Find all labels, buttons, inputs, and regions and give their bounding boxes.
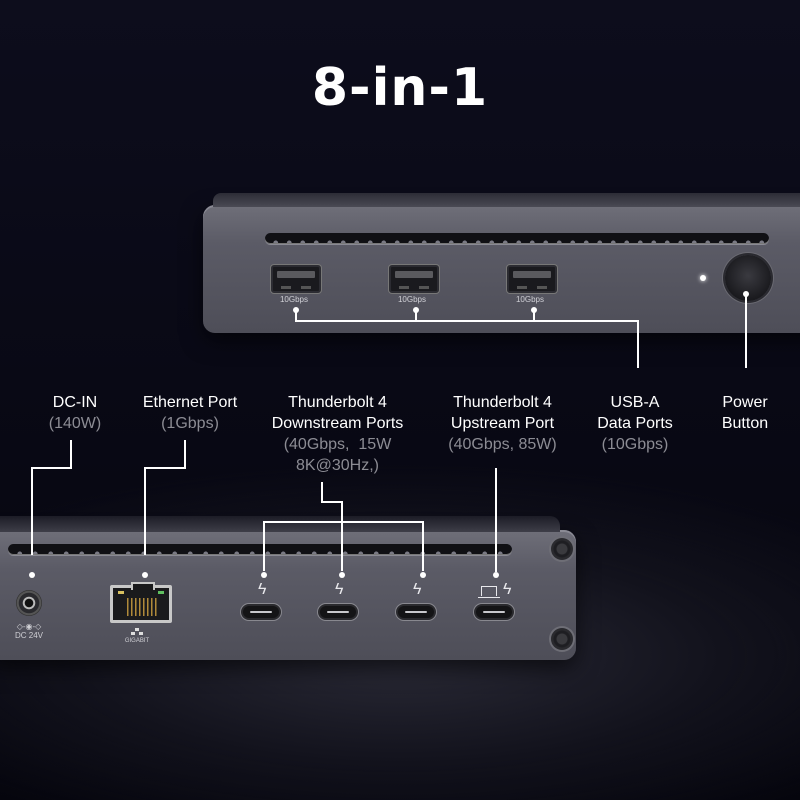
- ethernet-leader-line: [184, 440, 186, 468]
- usb-a-leader-line: [295, 320, 639, 322]
- laptop-icon: [478, 586, 500, 598]
- screw-top: [551, 538, 573, 560]
- dc-in-leader-line: [31, 467, 33, 555]
- power-led-indicator: [700, 275, 706, 281]
- vent-grille: [8, 544, 512, 555]
- usb-a-port-3-caption: 10Gbps: [515, 295, 545, 304]
- thunderbolt-icon: ϟ: [413, 581, 422, 598]
- ethernet-port: [110, 582, 172, 623]
- usb-a-leader-line: [415, 310, 417, 322]
- thunderbolt-icon: ϟ: [258, 581, 267, 598]
- ethernet-caption: GIGABIT: [124, 638, 150, 644]
- dc-in-leader-line: [31, 467, 72, 469]
- label-tb4-upstream-name-2: Upstream Port: [450, 415, 555, 432]
- tb4-downstream-2-pointer-dot: [339, 572, 345, 578]
- usb-a-port-1-caption: 10Gbps: [279, 295, 309, 304]
- vent-grille: [265, 233, 769, 244]
- dc-caption: DC 24V: [14, 631, 43, 640]
- dc-in-pointer-dot: [29, 572, 35, 578]
- ethernet-leader-line: [144, 467, 146, 555]
- tb4-downstream-leader-line: [263, 521, 265, 571]
- ethernet-pointer-dot: [142, 572, 148, 578]
- dc-in-leader-line: [70, 440, 72, 468]
- label-dc-in-name: DC-IN: [52, 394, 98, 411]
- thunderbolt-icon: ϟ: [335, 581, 344, 598]
- tb4-downstream-1-pointer-dot: [261, 572, 267, 578]
- usb-a-port-3: [507, 265, 557, 293]
- usb-a-leader-line: [295, 310, 297, 322]
- tb4-upstream-leader-line: [495, 468, 497, 572]
- ethernet-led-green: [158, 591, 164, 594]
- dock-rear-panel: ◇-◉-◇ DC 24V GIGABIT ϟ ϟ ϟ ϟ: [0, 516, 576, 660]
- headline-title: 8-in-1: [311, 58, 489, 118]
- thunderbolt-upstream-port: [476, 606, 512, 618]
- ethernet-leader-line: [144, 467, 186, 469]
- tb4-downstream-leader-line: [321, 482, 323, 502]
- usb-a-port-1: [271, 265, 321, 293]
- tb4-downstream-3-pointer-dot: [420, 572, 426, 578]
- tb4-downstream-leader-line: [341, 501, 343, 571]
- usb-a-leader-line: [637, 320, 639, 368]
- ethernet-pins: [127, 598, 157, 616]
- tb4-upstream-pointer-dot: [493, 572, 499, 578]
- label-tb4-downstream-name-1: Thunderbolt 4: [288, 394, 387, 411]
- label-tb4-upstream-spec: (40Gbps, 85W): [448, 436, 557, 453]
- label-tb4-downstream-name-2: Downstream Ports: [271, 415, 404, 432]
- dc-polarity-icon: ◇-◉-◇: [16, 622, 42, 631]
- label-dc-in-spec: (140W): [48, 415, 102, 432]
- thunderbolt-downstream-port-2: [320, 606, 356, 618]
- usb-a-port-2-caption: 10Gbps: [397, 295, 427, 304]
- label-ethernet-spec: (1Gbps): [161, 415, 219, 432]
- label-usb-a-spec: (10Gbps): [601, 436, 669, 453]
- power-leader-line: [745, 294, 747, 368]
- dock-front-panel: 10Gbps 10Gbps 10Gbps: [203, 193, 800, 333]
- dc-in-jack: [16, 590, 42, 616]
- label-tb4-upstream: Thunderbolt 4 Upstream Port (40Gbps, 85W…: [435, 392, 570, 455]
- network-icon: [131, 628, 143, 636]
- label-usb-a: USB-A Data Ports (10Gbps): [580, 392, 690, 455]
- label-power-name-1: Power: [722, 394, 768, 411]
- tb4-downstream-leader-line: [263, 521, 424, 523]
- label-tb4-downstream-spec-1: (40Gbps, 15W: [283, 436, 392, 453]
- tb4-downstream-leader-line: [321, 501, 343, 503]
- tb4-downstream-leader-line: [422, 521, 424, 571]
- ethernet-led-amber: [118, 591, 124, 594]
- label-tb4-downstream-spec-2: 8K@30Hz,): [296, 457, 379, 474]
- thunderbolt-downstream-port-1: [243, 606, 279, 618]
- label-ethernet: Ethernet Port (1Gbps): [125, 392, 255, 434]
- label-power: Power Button: [700, 392, 790, 434]
- usb-a-port-2: [389, 265, 439, 293]
- label-usb-a-name-1: USB-A: [610, 394, 660, 411]
- thunderbolt-icon: ϟ: [503, 581, 512, 598]
- label-ethernet-name: Ethernet Port: [142, 394, 238, 411]
- usb-a-leader-line: [533, 310, 535, 322]
- label-dc-in: DC-IN (140W): [20, 392, 130, 434]
- thunderbolt-downstream-port-3: [398, 606, 434, 618]
- label-tb4-upstream-name-1: Thunderbolt 4: [453, 394, 552, 411]
- screw-bottom: [551, 628, 573, 650]
- label-usb-a-name-2: Data Ports: [597, 415, 673, 432]
- label-tb4-downstream: Thunderbolt 4 Downstream Ports (40Gbps, …: [255, 392, 420, 476]
- label-power-name-2: Button: [721, 415, 769, 432]
